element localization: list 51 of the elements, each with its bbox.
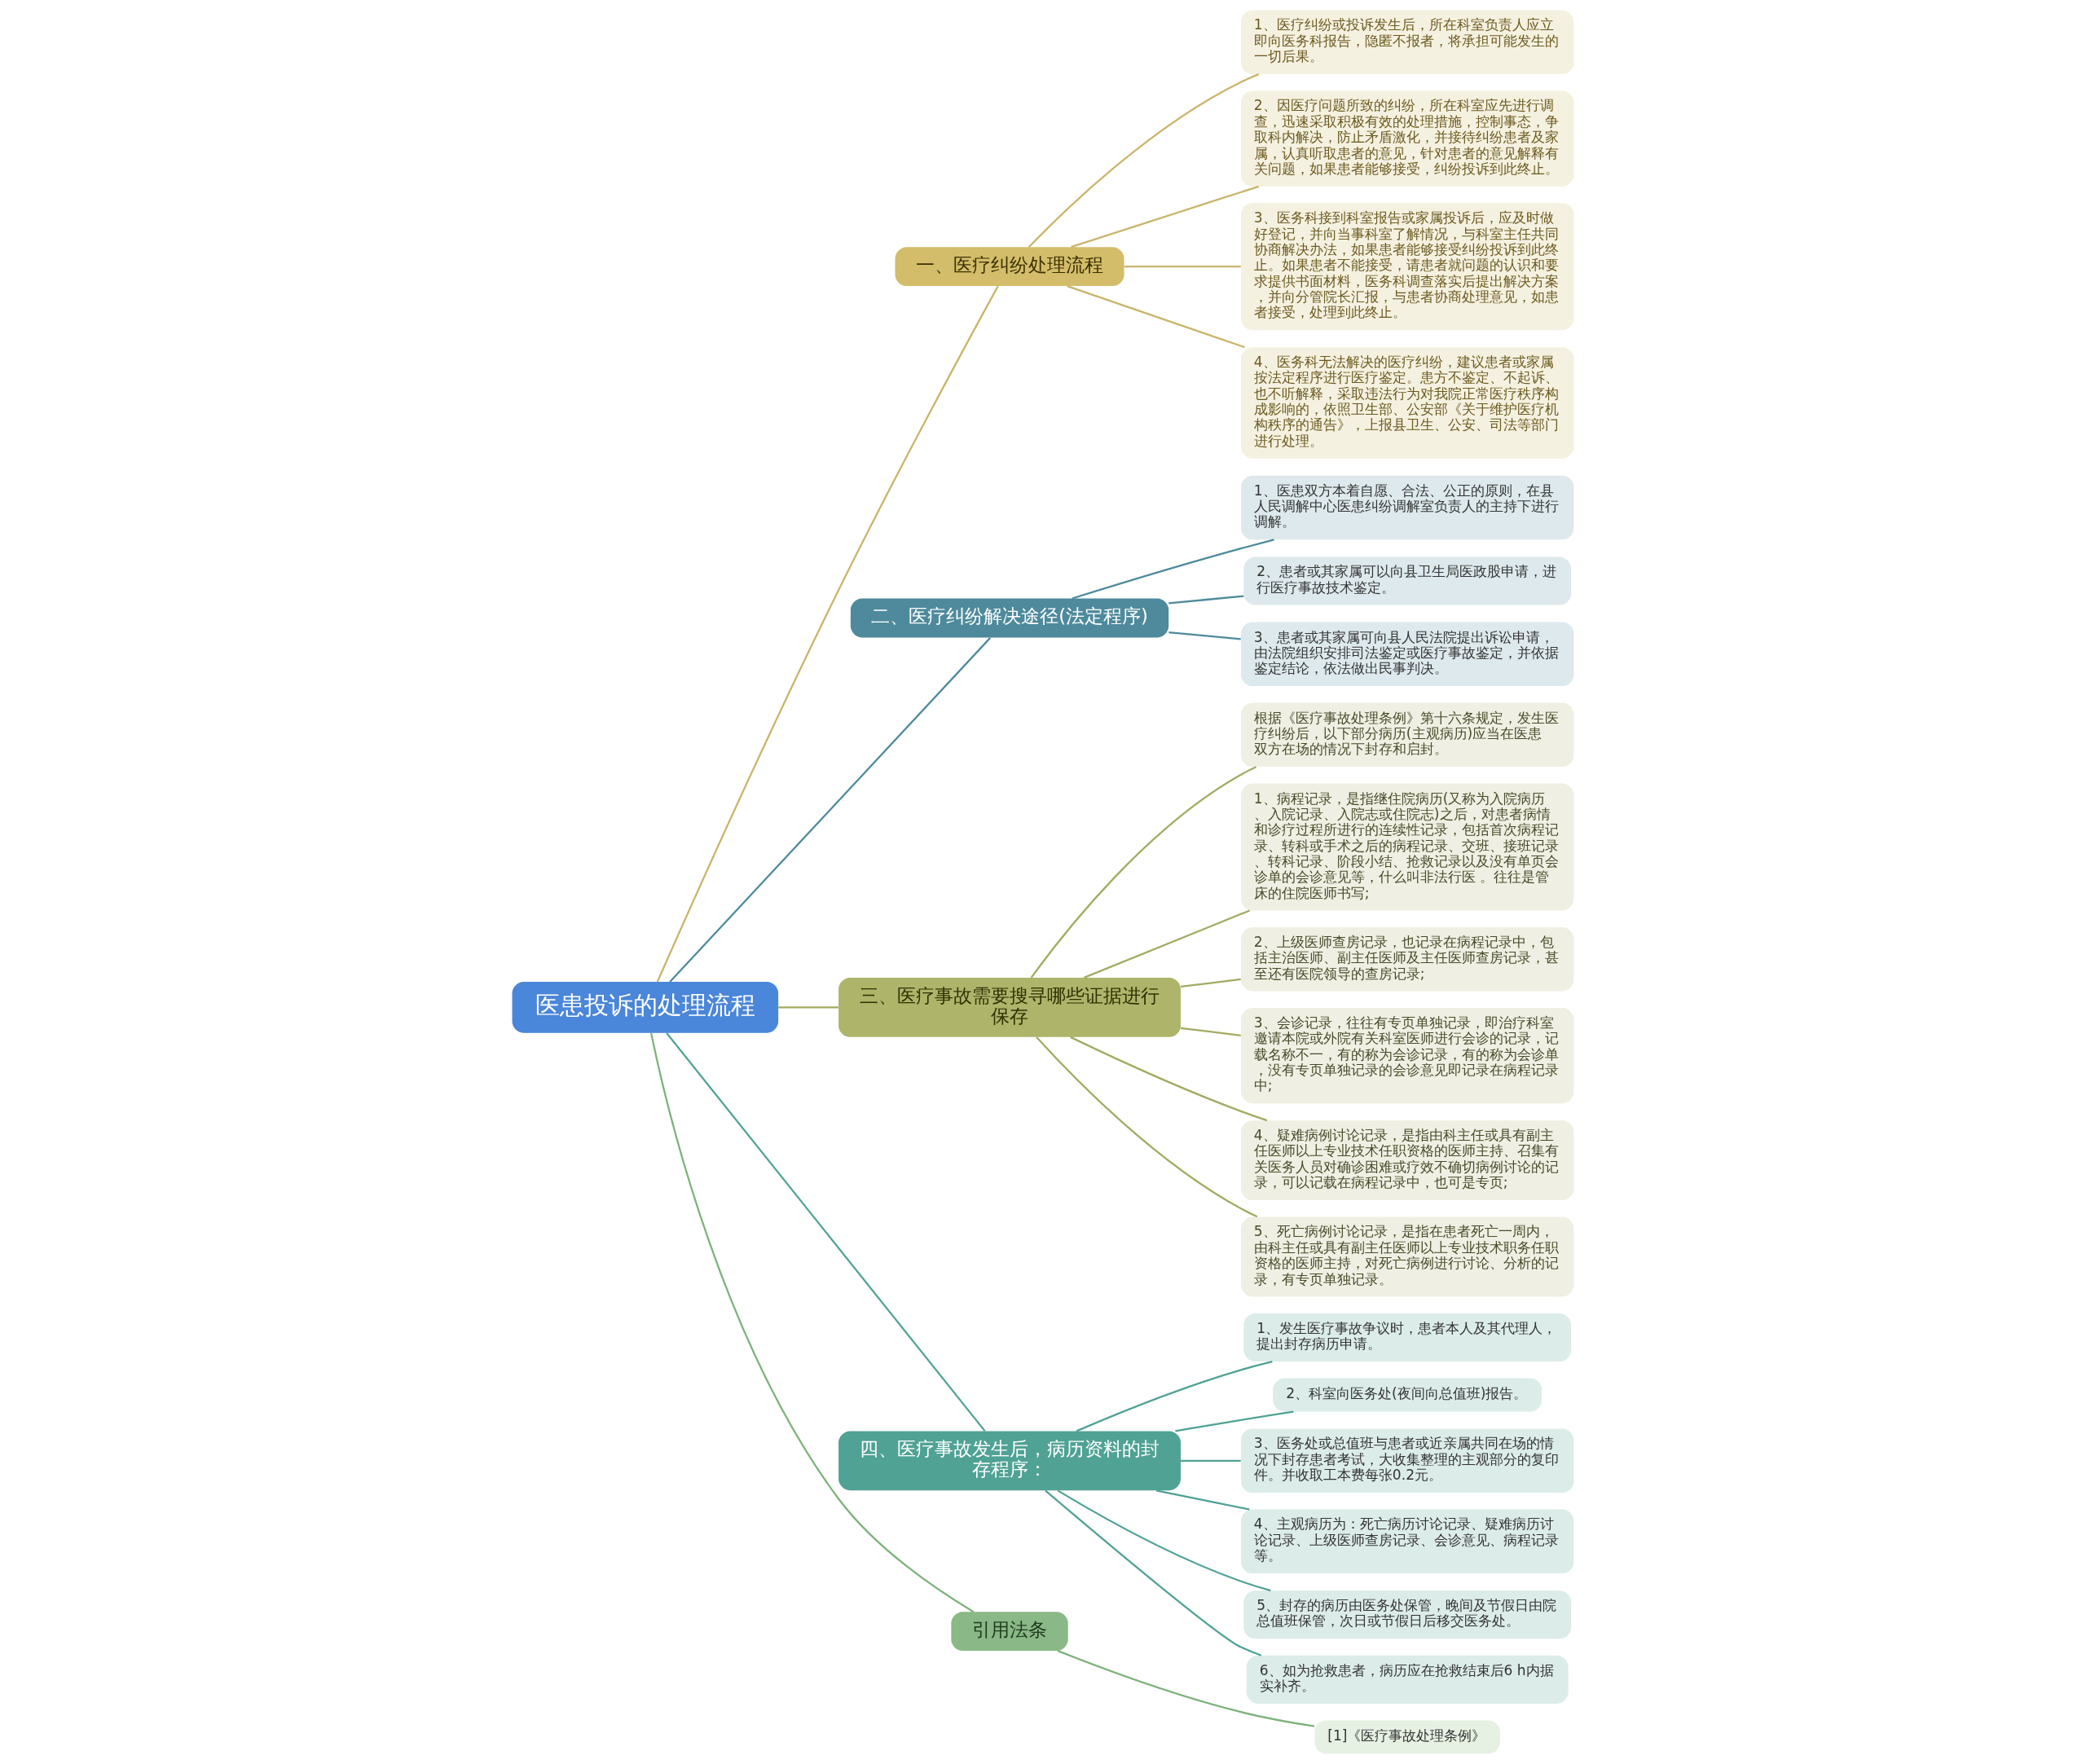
connector [1180, 1027, 1241, 1036]
node-box: 1、医疗纠纷或投诉发生后，所在科室负责人应立即向医务科报告，隐匿不报者，将承担可能发生的一切后果。 [1240, 10, 1574, 75]
node-box: 根据《医疗事故处理条例》第十六条规定，发生医疗纠纷后，以下部分病历(主观病历)应当在医患双方在场的情况下封存和启封。 [1240, 702, 1574, 768]
node-box: 2、科室向医务处(夜间向总值班)报告。 [1273, 1378, 1542, 1412]
connector [1071, 185, 1260, 249]
connector [1067, 285, 1245, 349]
node-box: 1、病程记录，是指继住院病历(又称为入院病历、入院记录、入院志或住院志)之后，对患者病情和诊疗过程所进行的连续性记录，包括首次病程记录、转科或手术之后的病程记录、交班、接班记录、转科记录、阶段小结、抢救记录以及没有单页会诊单的会诊意见等，什么叫非法行医 。往往是管床的住院医师书写; [1240, 783, 1574, 911]
node-box: 2、因医疗问题所致的纠纷，所在科室应先进行调查，迅速采取积极有效的处理措施，控制事态，争取科内解决，防止矛盾激化，并接待纠纷患者及家属，认真听取患者的意见，针对患者的意见解释有关问题，如果患者能够接受，纠纷投诉到此终止。 [1240, 90, 1574, 187]
node-box: [1]《医疗事故处理条例》 [1314, 1720, 1500, 1754]
connector [1070, 1036, 1268, 1122]
connector [1057, 1489, 1271, 1592]
connector [1175, 1410, 1294, 1432]
node-box: 3、会诊记录，往往有专页单独记录，即治疗科室邀请本院或外院有关科室医师进行会诊的记录，记载名称不一，有的称为会诊记录，有的称为会诊单，没有专页单独记录的会诊意见即记录在病程记录中; [1240, 1007, 1574, 1104]
node-box: 二、医疗纠纷解决途径(法定程序) [850, 598, 1169, 638]
connector [1072, 539, 1274, 600]
node-box: 1、医患双方本着自愿、合法、公正的原则，在县人民调解中心医患纠纷调解室负责人的主持下进行调解。 [1240, 475, 1574, 540]
node-box: 2、上级医师查房记录，也记录在病程记录中，包括主治医师、副主任医师及主任医师查房记录，甚至还有医院领导的查房记录; [1240, 926, 1574, 992]
node-box: 三、医疗事故需要搜寻哪些证据进行保存 [838, 978, 1181, 1037]
connector [778, 1006, 838, 1009]
connector [1030, 766, 1257, 979]
node-box: 4、医务科无法解决的医疗纠纷，建议患者或家属按法定程序进行医疗鉴定。患方不鉴定、不起诉、也不听解释，采取违法行为对我院正常医疗秩序构成影响的，依照卫生部、公安部《关于维护医疗机构秩序的通告》，上报县卫生、公安、司法等部门进行处理。 [1240, 347, 1574, 459]
node-box: 引用法条 [951, 1612, 1068, 1652]
connector [1168, 595, 1244, 605]
connector [669, 637, 992, 983]
connector [1045, 1489, 1262, 1656]
node-box: 2、患者或其家属可以向县卫生局医政股申请，进行医疗事故技术鉴定。 [1243, 556, 1572, 605]
connector [666, 1032, 986, 1432]
node-box: 5、封存的病历由医务处保管，晚间及节假日由院总值班保管，次日或节假日后移交医务处。 [1243, 1590, 1572, 1639]
node-box: 4、疑难病例讨论记录，是指由科主任或具有副主任医师以上专业技术任职资格的医师主持、召集有关医务人员对确诊困难或疗效不确切病例讨论的记录，可以记载在病程记录中，也可是专页; [1240, 1120, 1574, 1201]
node-box: 5、死亡病例讨论记录，是指在患者死亡一周内，由科主任或具有副主任医师以上专业技术职务任职资格的医师主持，对死亡病例进行讨论、分析的记录，有专页单独记录。 [1240, 1216, 1574, 1297]
connector [1084, 909, 1251, 979]
node-box: 3、患者或其家属可向县人民法院提出诉讼申请，由法院组织安排司法鉴定或医疗事故鉴定，并依据鉴定结论，依法做出民事判决。 [1240, 622, 1574, 687]
connector [649, 1032, 975, 1613]
connector [1155, 1489, 1250, 1511]
connector [1036, 1036, 1258, 1218]
connector [1057, 1650, 1315, 1727]
node-box: 一、医疗纠纷处理流程 [895, 247, 1124, 287]
node-box: 1、发生医疗事故争议时，患者本人及其代理人，提出封存病历申请。 [1243, 1313, 1572, 1362]
node-box: 3、医务处或总值班与患者或近亲属共同在场的情况下封存患者考试，大收集整理的主观部分的复印件。并收取工本费每张0.2元。 [1240, 1428, 1574, 1493]
connector [656, 285, 999, 983]
connector [1181, 1459, 1241, 1462]
node-box: 四、医疗事故发生后，病历资料的封存程序： [838, 1431, 1181, 1491]
connector [1168, 631, 1241, 640]
node-box: 医患投诉的处理流程 [512, 982, 779, 1033]
node-box: 4、主观病历为：死亡病历讨论记录、疑难病历讨论记录、上级医师查房记录、会诊意见、病程记录等。 [1240, 1509, 1574, 1574]
node-box: 6、如为抢救患者，病历应在抢救结束后6 h内据实补齐。 [1246, 1655, 1569, 1704]
connector [1124, 266, 1241, 268]
node-box: 3、医务科接到科室报告或家属投诉后，应及时做好登记，并向当事科室了解情况，与科室主任共同协商解决办法，如果患者能够接受纠纷投诉到此终止。如果患者不能接受，请患者就问题的认识和要求提供书面材料，医务科调查落实后提出解决方案，并向分管院长汇报，与患者协商处理意见，如患者接受，处理到此终止。 [1240, 203, 1574, 331]
connector [1180, 978, 1241, 988]
connector [1076, 1361, 1273, 1432]
connector [1028, 73, 1260, 249]
